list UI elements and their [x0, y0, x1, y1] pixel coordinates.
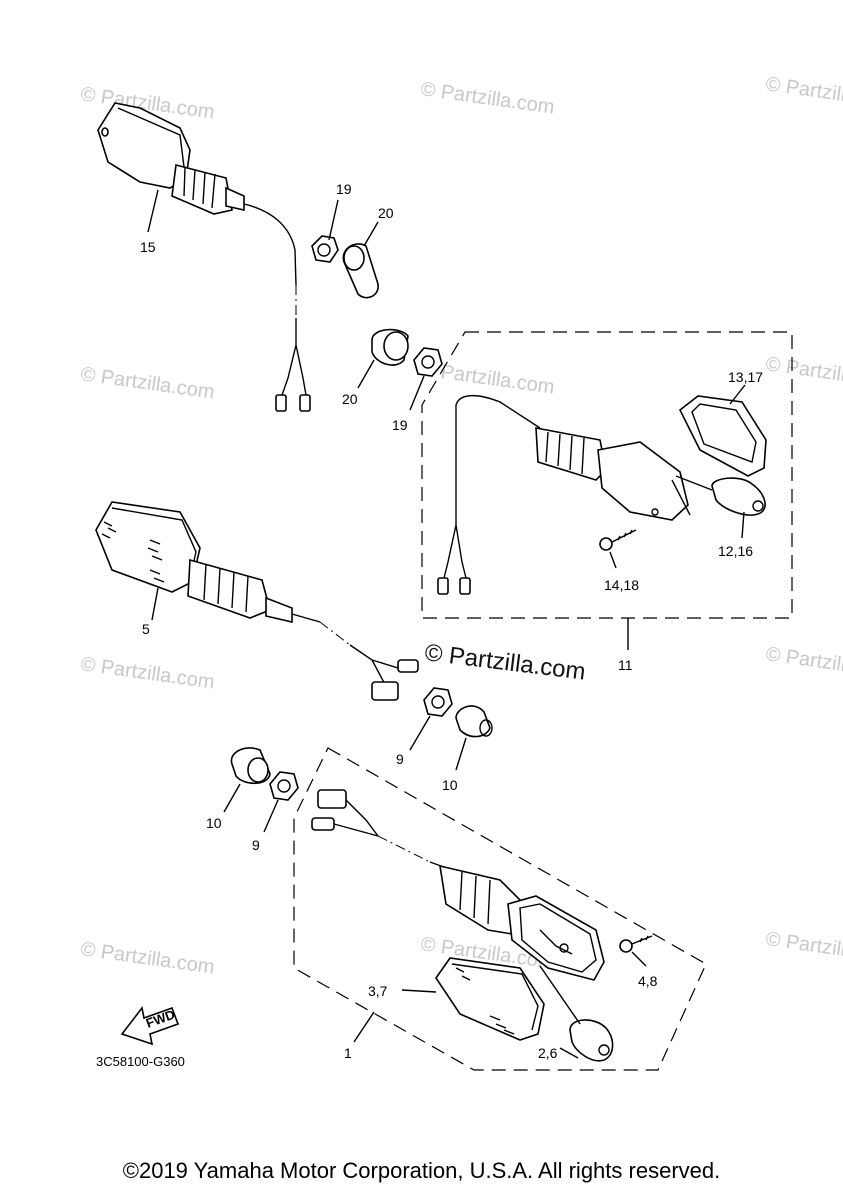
- callout-11: 11: [618, 657, 633, 673]
- callout-14-18: 14,18: [604, 577, 639, 593]
- screw-14-18: [599, 529, 637, 569]
- callout-10-upper: 10: [442, 777, 458, 793]
- watermark: © Partzilla.com: [79, 363, 216, 404]
- nut-19-upper: [311, 199, 339, 263]
- flasher-light-11: [437, 394, 691, 595]
- nut-9-lower: [263, 771, 299, 833]
- grommet-10-upper: [455, 705, 493, 771]
- watermark: © Partzilla.com: [79, 653, 216, 694]
- lens-13-17: [678, 384, 767, 477]
- bulb-2-6: [539, 965, 614, 1062]
- screw-4-8: [619, 935, 653, 967]
- callout-19-upper: 19: [336, 181, 352, 197]
- grommet-20-lower: [357, 328, 409, 389]
- callout-15: 15: [140, 239, 156, 255]
- watermark: © Partzilla.com: [764, 928, 843, 969]
- callout-5: 5: [142, 621, 150, 637]
- assembly-1-outline: [293, 747, 707, 1071]
- grommet-10-lower: [223, 747, 271, 813]
- callout-1: 1: [344, 1045, 352, 1061]
- watermarks: © Partzilla.com © Partzilla.com © Partzi…: [79, 73, 843, 979]
- diagram-code: 3C58100-G360: [96, 1054, 185, 1069]
- callout-20-lower: 20: [342, 391, 358, 407]
- flasher-light-15: [97, 102, 311, 412]
- callout-2-6: 2,6: [538, 1045, 558, 1061]
- watermark: © Partzilla.com: [419, 78, 556, 119]
- callout-9-upper: 9: [396, 751, 404, 767]
- watermark: © Partzilla.com: [79, 938, 216, 979]
- fwd-arrow-icon: FWD: [120, 1006, 180, 1046]
- callout-12-16: 12,16: [718, 543, 753, 559]
- assembly-11-outline: [421, 331, 793, 619]
- watermark: © Partzilla.com: [764, 353, 843, 394]
- flasher-light-5: [95, 501, 419, 701]
- callout-3-7: 3,7: [368, 983, 388, 999]
- lens-3-7: [401, 957, 545, 1041]
- callout-20-upper: 20: [378, 205, 394, 221]
- bulb-12-16: [675, 475, 766, 539]
- watermark: © Partzilla.com: [764, 643, 843, 684]
- grommet-20-upper: [342, 221, 379, 299]
- callout-19-lower: 19: [392, 417, 408, 433]
- copyright-notice: ©2019 Yamaha Motor Corporation, U.S.A. A…: [122, 1158, 721, 1183]
- callout-4-8: 4,8: [638, 973, 658, 989]
- callout-9-lower: 9: [252, 837, 260, 853]
- flasher-light-1: [311, 789, 605, 981]
- nut-19-lower: [409, 347, 443, 411]
- callout-13-17: 13,17: [728, 369, 763, 385]
- watermark: © Partzilla.com: [764, 73, 843, 114]
- nut-9-upper: [409, 687, 453, 751]
- watermark-center: © Partzilla.com: [423, 639, 587, 686]
- callout-10-lower: 10: [206, 815, 222, 831]
